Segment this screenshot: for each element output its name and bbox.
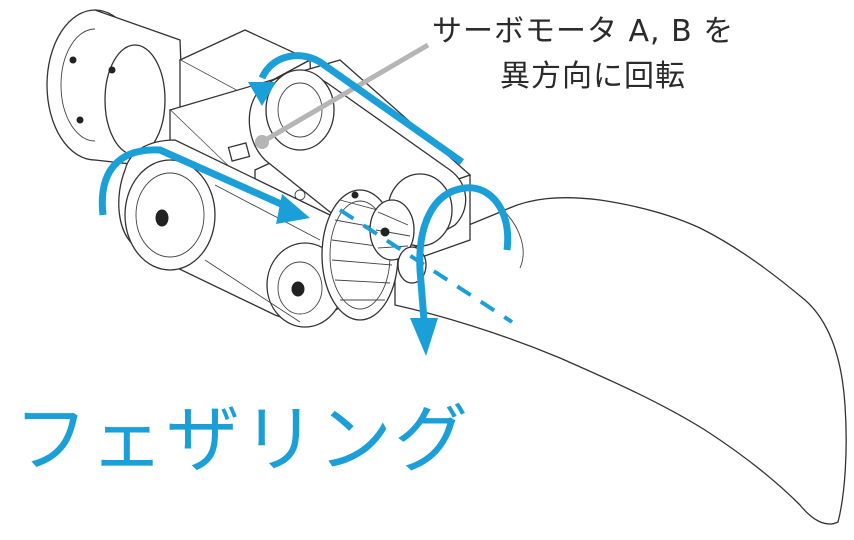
annotation-line-2: 異方向に回転 bbox=[500, 59, 686, 94]
feathering-label: フェザリング bbox=[14, 397, 470, 483]
rotation-arrow-upper bbox=[248, 52, 465, 165]
leader-line bbox=[260, 42, 430, 145]
belt-drive-near bbox=[118, 139, 362, 328]
rotation-axis-line bbox=[338, 208, 514, 324]
rotation-arrow-lower bbox=[98, 146, 310, 224]
annotation-line-1: サーボモータ A, B を bbox=[432, 14, 735, 49]
wing-blade bbox=[394, 197, 847, 525]
feathering-arrow bbox=[410, 184, 512, 356]
leader-dot bbox=[255, 135, 269, 149]
